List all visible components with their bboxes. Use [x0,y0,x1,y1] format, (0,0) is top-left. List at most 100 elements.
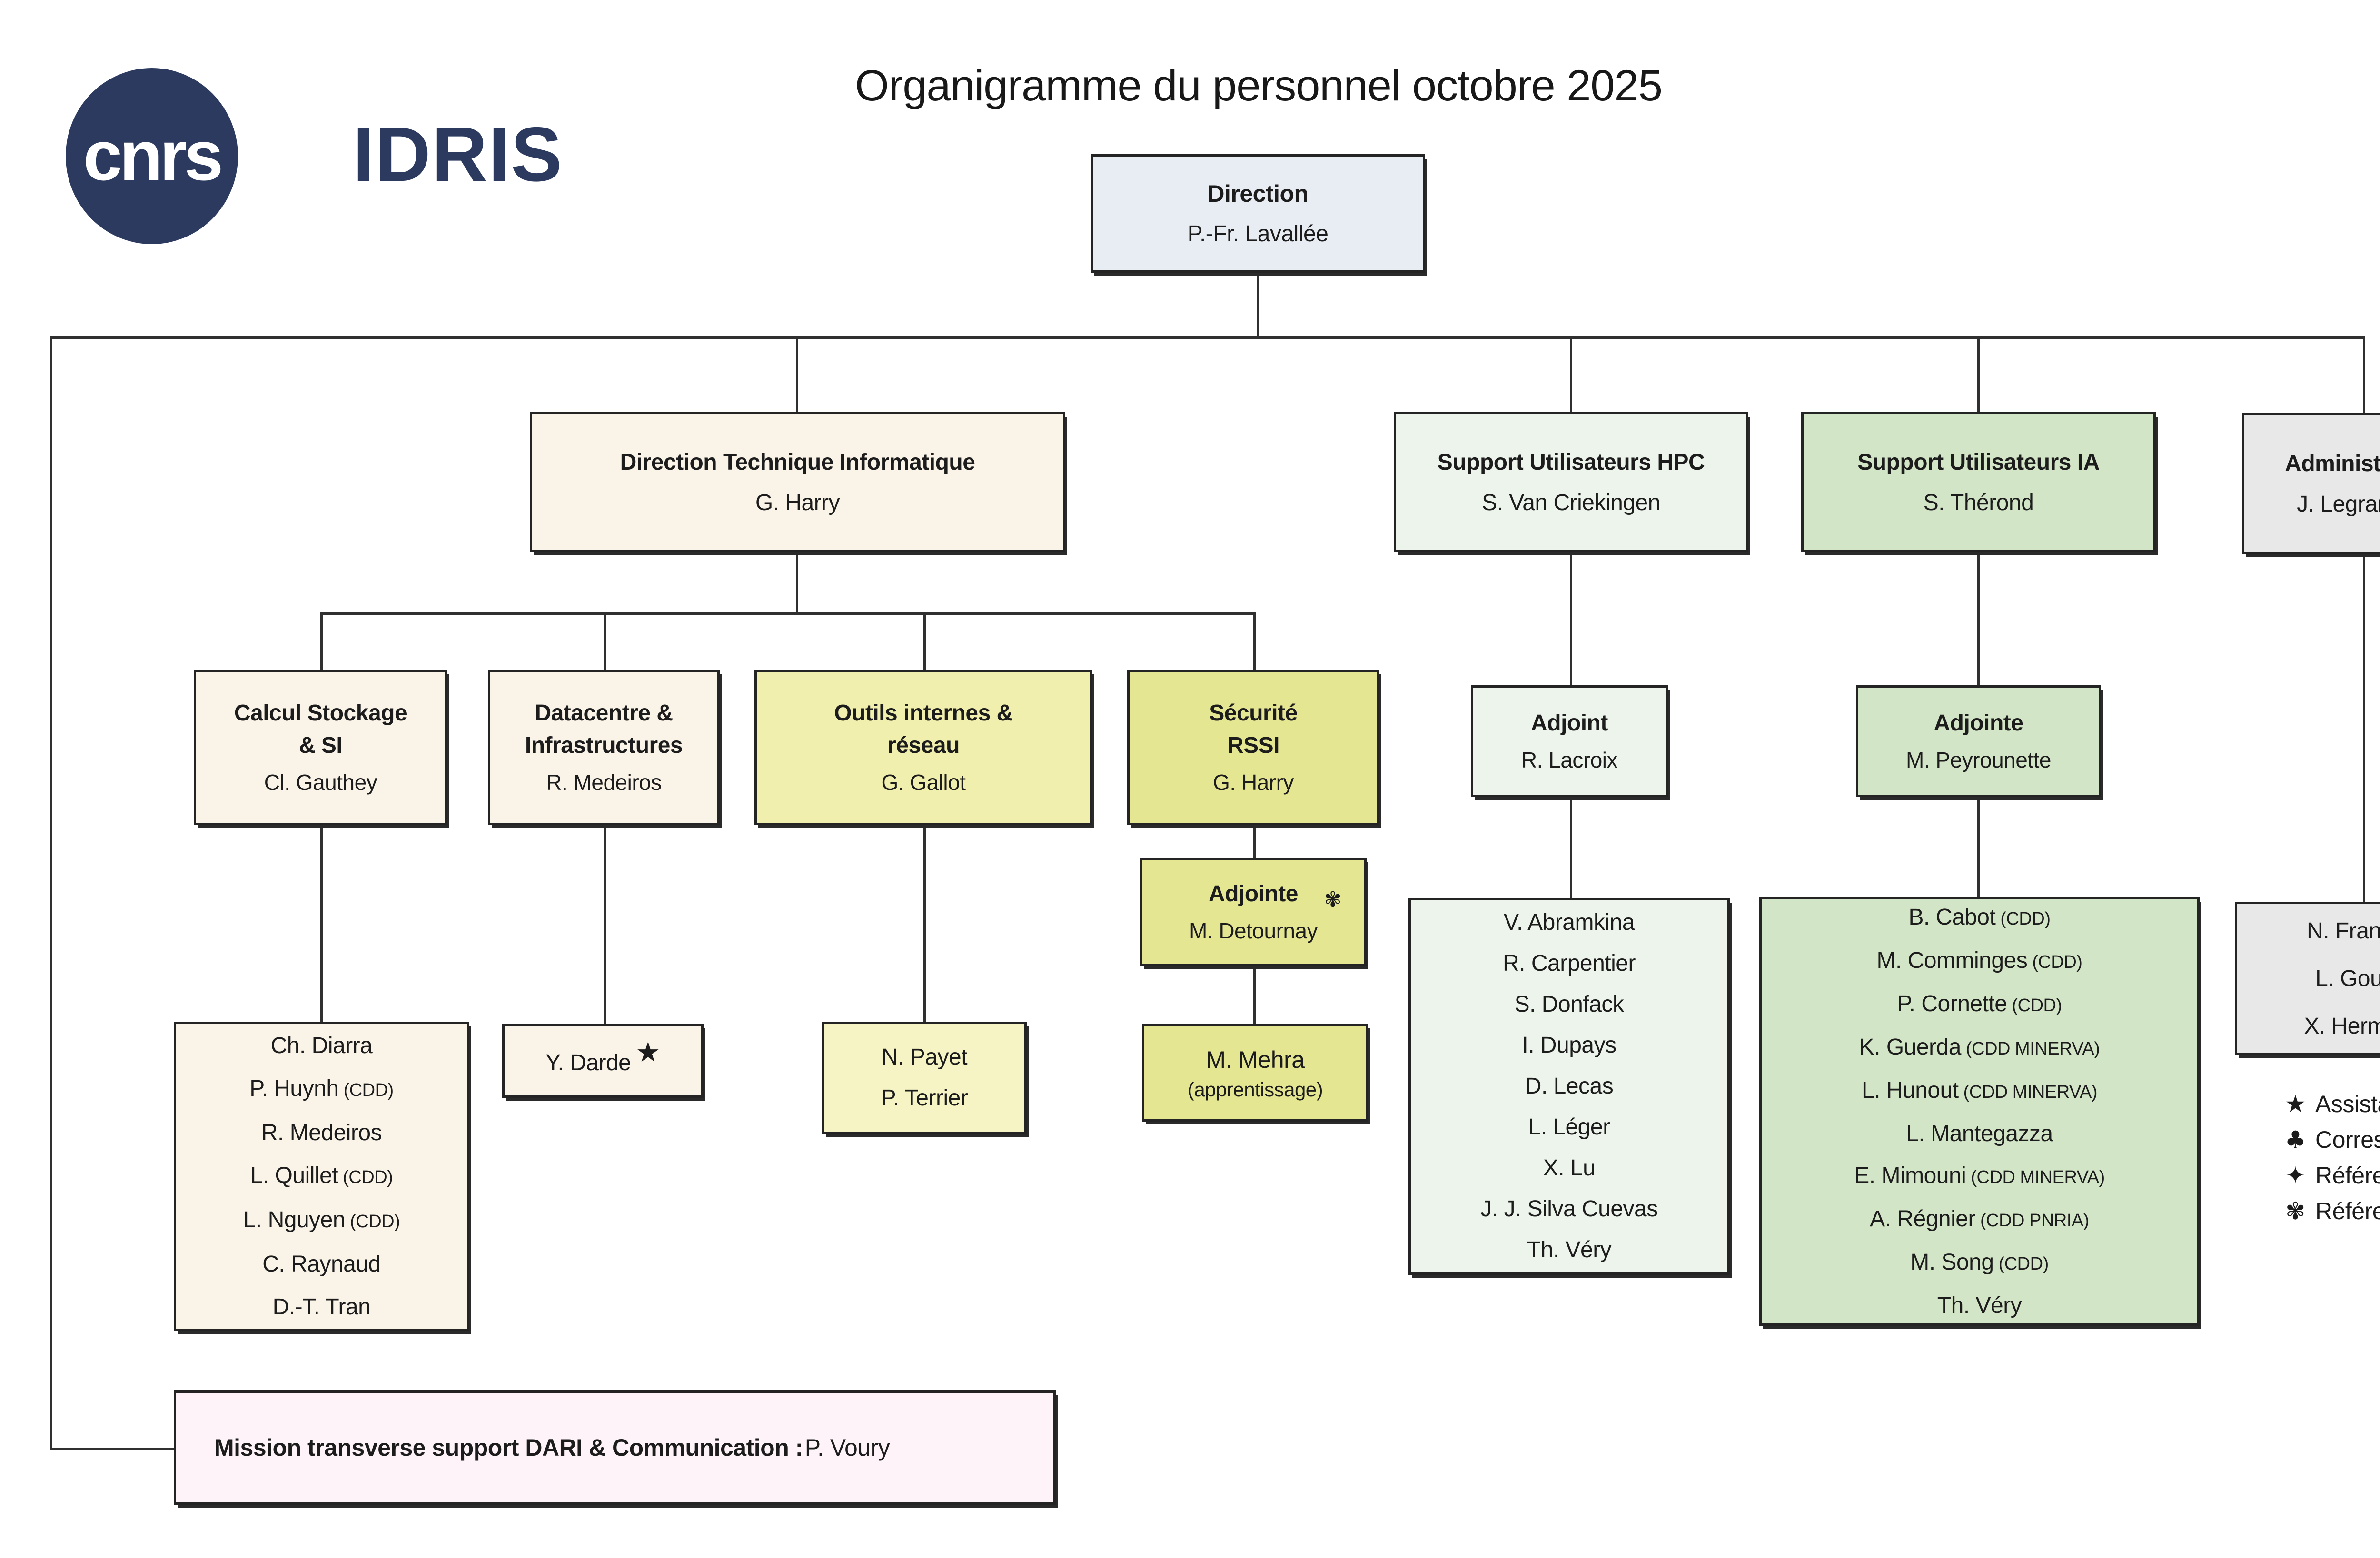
mission-text: Mission transverse support DARI & Commun… [214,1434,890,1461]
legend-label: Correspondante formation [2315,1126,2380,1153]
staff-member: V. Abramkina [1503,910,1635,935]
box-outils-title-line1: Outils internes & [834,700,1013,726]
box-securite-title-line1: Sécurité [1209,700,1298,726]
box-support-hpc: Support Utilisateurs HPC S. Van Crieking… [1394,412,1748,552]
box-securite-name: G. Harry [1213,769,1294,795]
connector-outils-elbow [923,612,926,670]
connector-ia-down [1977,552,1980,685]
box-support-ia-title: Support Utilisateurs IA [1857,449,2100,475]
staff-member: M. Song (CDD) [1910,1249,2049,1275]
box-direction-technique: Direction Technique Informatique G. Harr… [530,412,1065,552]
staff-member: X. Hermann [2304,1013,2380,1039]
connector-adjointe-down [1977,797,1980,897]
box-direction-title: Direction [1207,180,1309,207]
box-support-ia: Support Utilisateurs IA S. Thérond [1801,412,2156,552]
box-support-hpc-title: Support Utilisateurs HPC [1437,449,1705,475]
club-icon: ♣ [2284,1125,2306,1154]
cnrs-logo-text: cnrs [83,117,224,195]
box-adjointe-ia-name: M. Peyrounette [1906,747,2051,772]
legend: ★ Assistant de prévention ♣ Correspondan… [2275,1086,2380,1229]
staff-member: N. Payet [881,1045,968,1070]
list-ia-staff: B. Cabot (CDD) M. Comminges (CDD) P. Corne… [1759,897,2200,1326]
staff-member: P. Huynh (CDD) [249,1076,394,1101]
connector-datacentre-elbow [604,612,606,670]
connector-admin-down [2363,554,2365,902]
staff-member: R. Medeiros [261,1120,382,1145]
page-title: Organigramme du personnel octobre 2025 [855,61,1663,110]
box-support-hpc-name: S. Van Criekingen [1482,490,1660,515]
mission-name: P. Voury [804,1434,890,1461]
legend-label: Référente parité [2315,1162,2380,1189]
staff-member: D. Lecas [1525,1074,1614,1099]
box-administration: Administration J. Legrand ♣ ✦ ✾ [2242,413,2380,554]
legend-label: Référentes développement durable [2315,1197,2380,1224]
box-direction-name: P.-Fr. Lavallée [1187,221,1329,247]
staff-member: B. Cabot (CDD) [1908,904,2051,930]
box-darde-name: Y. Darde★ [545,1036,660,1075]
connector-trunk [50,336,2365,339]
box-calcul-stockage-si: Calcul Stockage & SI Cl. Gauthey [194,670,447,825]
legend-row-formation: ♣ Correspondante formation [2275,1122,2380,1157]
box-mehra: M. Mehra (apprentissage) [1142,1024,1368,1122]
staff-member: L. Hunout (CDD MINERVA) [1861,1077,2098,1103]
box-datacentre-title-line1: Datacentre & [535,700,673,726]
staff-member: J. J. Silva Cuevas [1480,1196,1658,1222]
staff-member: N. François [2307,918,2380,944]
flower-icon: ✾ [1324,887,1342,912]
box-administration-title: Administration [2285,451,2380,476]
connector-outils-down [923,825,926,1022]
staff-member: R. Carpentier [1503,951,1636,976]
box-mehra-name: M. Mehra [1206,1046,1305,1073]
box-direction-technique-title: Direction Technique Informatique [620,449,975,475]
staff-member: A. Régnier (CDD PNRIA) [1870,1206,2089,1232]
staff-member: Ch. Diarra [270,1033,373,1058]
legend-row-durable: ✾ Référentes développement durable [2275,1193,2380,1229]
box-adjointe-ia: Adjointe M. Peyrounette [1856,685,2101,797]
box-support-ia-name: S. Thérond [1923,490,2034,515]
box-datacentre-infrastructures: Datacentre & Infrastructures R. Medeiros [488,670,720,825]
box-outils-title-line2: réseau [887,732,960,758]
staff-member: P. Cornette (CDD) [1897,991,2062,1016]
list-outils-staff: N. Payet P. Terrier [822,1022,1027,1134]
list-hpc-staff: V. Abramkina R. Carpentier S. Donfack I. Du… [1408,898,1730,1275]
staff-member: P. Terrier [881,1085,968,1111]
staff-member: D.-T. Tran [272,1294,371,1320]
legend-label: Assistant de prévention [2315,1090,2380,1117]
legend-row-parite: ✦ Référente parité [2275,1157,2380,1193]
connector-calcul-down [320,825,323,1022]
connector-adjoint-down [1570,797,1572,898]
box-adjoint-hpc-title: Adjoint [1531,710,1608,736]
staff-member: S. Donfack [1514,992,1624,1017]
box-datacentre-name: R. Medeiros [546,769,662,795]
staff-member: L. Léger [1528,1114,1610,1140]
staff-member: L. Mantegazza [1906,1121,2053,1146]
connector-ia-drop [1977,336,1980,412]
staff-member: E. Mimouni (CDD MINERVA) [1854,1163,2105,1188]
staff-member: Th. Véry [1937,1292,2022,1318]
box-direction: Direction P.-Fr. Lavallée [1091,154,1425,273]
box-mission-transverse: Mission transverse support DARI & Commun… [174,1390,1056,1505]
connector-left-drop [50,336,52,1449]
box-mehra-note: (apprentissage) [1187,1078,1323,1101]
staff-member: M. Comminges (CDD) [1876,947,2082,973]
staff-member: Th. Véry [1527,1237,1612,1262]
box-datacentre-title-line2: Infrastructures [525,732,683,758]
connector-hpc-down [1570,552,1572,685]
box-adjoint-hpc: Adjoint R. Lacroix [1471,685,1668,797]
idris-logo: IDRIS [353,111,564,197]
staff-member: L. Goujon [2315,966,2380,991]
box-administration-name: J. Legrand [2297,491,2380,517]
staff-member: I. Dupays [1522,1033,1616,1058]
box-adjointe-securite-title: Adjointe [1209,881,1298,907]
star-icon: ★ [635,1036,660,1068]
connector-admin-drop [2363,336,2365,413]
box-adjointe-ia-title: Adjointe [1934,710,2023,736]
box-darde: Y. Darde★ [502,1024,704,1098]
box-direction-technique-name: G. Harry [755,490,840,515]
staff-member: C. Raynaud [262,1252,381,1277]
flower-icon: ✾ [2285,1197,2305,1225]
star-icon: ★ [2284,1090,2306,1118]
connector-mission-elbow [50,1448,174,1450]
